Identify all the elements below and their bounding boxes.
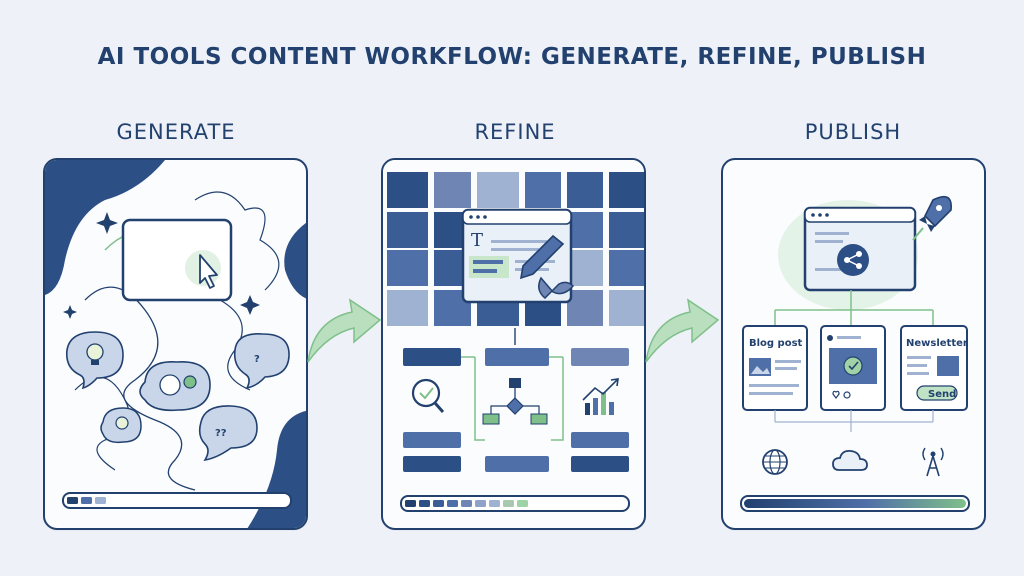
send-button[interactable] [916,385,958,401]
mosaic-tile [477,172,519,208]
process-block [403,348,461,366]
mosaic-tile [609,250,644,286]
growth-chart-icon [582,378,619,415]
process-block [571,432,629,448]
process-block [403,456,461,472]
share-icon [837,244,869,276]
comment-icon [843,391,851,399]
mosaic-tile [567,250,603,286]
cursor-icon [199,254,218,289]
heart-icon [832,390,840,399]
mosaic-tile [387,172,428,208]
sparkle-icon [96,212,118,234]
sparkle-icon [240,295,260,315]
mosaic-tile [387,212,428,248]
refine-progress-segment [489,500,500,507]
lightbulb-bubble-icon [65,331,124,390]
question-mark-label: ? [254,354,260,365]
double-question-label: ?? [215,428,227,439]
refine-progress-track [400,495,630,512]
mosaic-tile [609,290,644,326]
refine-progress-segment [503,500,514,507]
globe-icon [762,449,788,475]
refine-progress-segment [517,500,528,507]
mosaic-tile [567,172,603,208]
refine-progress-segment [433,500,444,507]
cloud-icon [832,449,868,471]
mosaic-tile [609,212,644,248]
broadcast-antenna-icon [922,447,944,477]
page-title: AI TOOLS CONTENT WORKFLOW: GENERATE, REF… [97,44,927,70]
generate-progress-track [62,492,292,509]
refine-progress-segment [447,500,458,507]
process-block [485,348,549,366]
generate-progress-segment [95,497,106,504]
mosaic-tile [387,250,428,286]
corner-blob [284,222,306,299]
publish-progress-fill [744,499,966,508]
generate-panel: ? ?? [43,158,308,530]
process-block [571,456,629,472]
process-block [571,348,629,366]
refine-progress-segment [461,500,472,507]
flow-arrow-icon [645,298,720,363]
mosaic-tile [434,172,471,208]
mosaic-tile [609,172,644,208]
refine-progress-segment [475,500,486,507]
pencil-icon [519,234,565,280]
refine-panel: T [381,158,646,530]
double-question-bubble-icon: ?? [198,405,258,462]
mosaic-tile [567,212,603,248]
generate-progress-segment [67,497,78,504]
process-block [485,456,549,472]
refine-progress-segment [405,500,416,507]
publish-panel: Blog post Newsletter Send [721,158,986,530]
generate-heading: GENERATE [116,120,236,144]
mosaic-tile [567,290,603,326]
mosaic-tile [525,172,561,208]
check-icon [843,356,863,376]
mosaic-tile [387,290,428,326]
flow-arrow-icon [307,298,382,363]
corner-blob [45,160,165,295]
wrench-icon [538,276,575,300]
text-tool-icon: T [471,230,483,251]
publish-heading: PUBLISH [804,120,902,144]
send-label: Send [928,389,956,400]
generate-progress-segment [81,497,92,504]
process-block [403,432,461,448]
question-bubble-icon: ? [233,333,290,390]
small-bulb-bubble-icon [100,407,142,444]
blog-post-label: Blog post [749,338,803,349]
flowchart-icon [482,378,548,425]
search-check-icon [411,378,445,413]
refine-heading: REFINE [474,120,556,144]
rocket-icon [912,195,952,241]
sparkle-icon [63,305,77,319]
newsletter-label: Newsletter [906,338,968,349]
refine-progress-segment [419,500,430,507]
brain-gear-bubble-icon [139,361,211,412]
